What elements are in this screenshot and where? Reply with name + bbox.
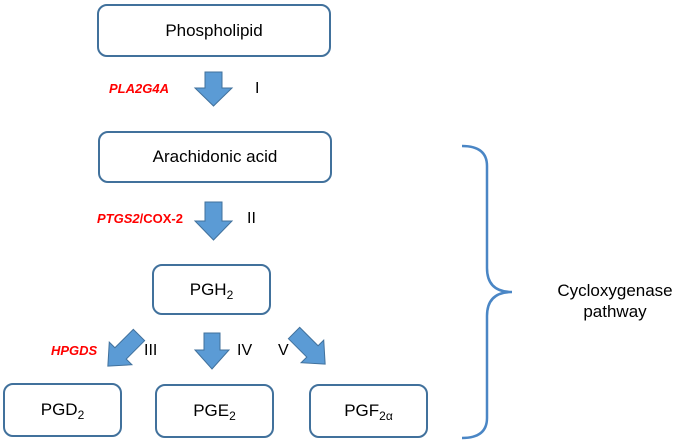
enzyme-ptgs2: PTGS2 <box>97 211 140 226</box>
pathway-label-line1: Cycloxygenase <box>557 281 673 300</box>
step-label-2: II <box>247 210 256 227</box>
pgd2-box: PGD2 <box>3 383 122 437</box>
phospholipid-box: Phospholipid <box>97 4 331 57</box>
step-label-3: III <box>144 342 158 359</box>
pathway-label: Cycloxygenase pathway <box>550 280 680 322</box>
enzyme-pla2g4a: PLA2G4A <box>109 81 169 96</box>
enzyme-hpgds: HPGDS <box>51 343 98 358</box>
arrow-step-3 <box>107 328 146 367</box>
enzyme-ptgs2-cox2: PTGS2/COX-2 <box>97 211 183 226</box>
arrow-step-1 <box>193 71 234 107</box>
pgf2a-box: PGF2α <box>309 384 428 438</box>
arrow-step-2 <box>193 201 234 241</box>
arachidonic-acid-label: Arachidonic acid <box>152 147 278 166</box>
pge2-box: PGE2 <box>155 384 274 438</box>
step-label-5: V <box>278 342 289 359</box>
enzyme-cox2: /COX-2 <box>139 211 183 226</box>
pathway-brace <box>461 144 513 440</box>
pge2-label: PGE2 <box>193 401 236 423</box>
arrow-step-4 <box>193 332 231 370</box>
pgh2-box: PGH2 <box>152 264 271 315</box>
pathway-label-line2: pathway <box>583 302 647 321</box>
arrow-step-5 <box>287 326 326 365</box>
pgd2-label: PGD2 <box>40 400 85 422</box>
step-label-4: IV <box>237 342 253 359</box>
phospholipid-label: Phospholipid <box>165 20 263 40</box>
step-label-1: I <box>255 80 260 97</box>
pgh2-label: PGH2 <box>189 279 234 302</box>
arachidonic-acid-box: Arachidonic acid <box>98 131 332 183</box>
pgf2a-label: PGF2α <box>344 401 393 423</box>
